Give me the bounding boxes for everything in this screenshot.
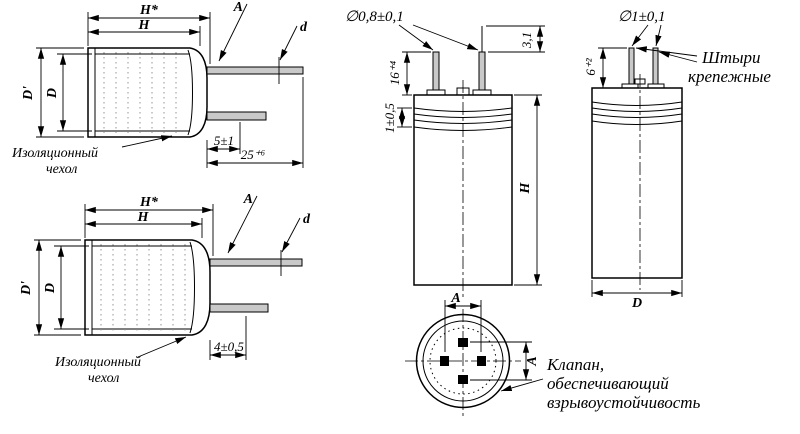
dim-label-h: H [138,18,151,33]
dim-d-body: D [43,245,89,330]
capacitor-can [591,74,683,290]
dim-label-tip: 3,1 [519,32,534,49]
dim-label-lead-free: 16⁺⁴ [387,60,402,85]
pin-bottom [458,375,468,384]
dim-tip: 3,1 [486,25,545,53]
dim-label-a: A [233,0,243,15]
pin-right [477,356,486,366]
lead-right [478,51,486,96]
callout-pins: Штыри крепежные [635,46,771,86]
dim-label-a-vertical: A [525,356,540,366]
leads [206,66,304,121]
dim-lead-length: 25⁺⁶ [207,77,304,168]
lead-bottom [206,111,267,121]
pin-right [652,47,659,89]
dim-h: H [88,18,201,46]
dim-h-star: H* [87,3,211,64]
callout-valve-line2: обеспечивающий [547,374,669,393]
callout-sleeve: Изоляционный чехол [11,135,173,177]
callout-pins-line2: крепежные [688,67,771,86]
dim-label-h-star: H* [139,3,159,18]
callout-valve-line3: взрывоустойчивость [547,393,701,412]
dim-d-outer: D' [19,239,81,336]
callout-sleeve-line1: Изоляционный [54,355,141,370]
callout-valve: Клапан, обеспечивающий взрывоустойчивост… [500,355,701,412]
dim-h: H [85,210,203,238]
can-bottom [405,309,521,419]
callout-pin-diameter: ∅1±0,1 [618,9,666,47]
callout-pins-line1: Штыри [701,48,761,67]
callout-sleeve-line1: Изоляционный [11,146,98,161]
dim-pin-spacing-vertical: A [470,341,540,381]
lead-top [206,66,304,75]
lead-top [209,258,303,267]
dim-d-leader: d [278,20,308,84]
pin-left [628,47,635,89]
dim-label-d-body: D [45,88,60,99]
dim-label-h: H [137,210,150,225]
dim-d-outer: D' [21,47,84,138]
dim-label-d: d [303,212,311,227]
callout-valve-line1: Клапан, [546,355,604,374]
dim-lead-spacing: A [444,291,482,352]
capacitor-body [87,47,208,138]
view-bottom: A Клапан, обеспечивающий взрывоустойчиво… [405,309,701,419]
callout-sleeve: Изоляционный чехол [54,336,187,386]
dim-crimp: 1±0,5 [382,103,412,133]
dim-label-d-outer: D' [21,86,36,101]
dim-label-a-horizontal: A [450,291,460,306]
dim-label-lead-root: 4±0,5 [214,339,244,354]
dim-label-height: H [518,181,533,194]
dim-label-lead-length: 25⁺⁶ [241,147,266,162]
pin-top [458,338,468,347]
dim-label-d-outer: D' [19,281,34,296]
dim-label-lead-root: 5±1 [214,133,234,148]
view-axial-bottom: H* H A d D' D Изоляц [19,192,311,386]
leads [209,258,303,313]
capacitor-body [84,239,211,336]
dim-d-body: D [45,53,92,132]
callout-sleeve-line2: чехол [46,162,77,177]
lead-left [432,51,440,96]
dim-pin-free: 6⁺² [583,47,627,89]
leads [432,26,486,96]
pin-left [440,356,449,366]
dim-label-pin-free: 6⁺² [583,57,598,75]
view-axial-top: H* H A d D' D Изоляц [11,0,308,177]
view-pins: ∅1±0,1 Штыри крепежные 6⁺² [583,9,771,311]
dim-a-leader: A [227,192,258,254]
dim-label-lead-dia: ∅0,8±0,1 [345,9,404,25]
dim-label-d-body: D [43,283,58,294]
dim-label-crimp: 1±0,5 [382,103,397,133]
dim-label-pin-dia: ∅1±0,1 [618,9,666,25]
dim-lead-root: 4±0,5 [209,316,247,360]
dim-lead-free: 16⁺⁴ [387,51,431,96]
capacitor-can [413,80,513,300]
dim-height: H [514,94,542,286]
dim-lead-root: 5±1 [206,122,241,168]
callout-lead-diameter: ∅0,8±0,1 [345,9,479,51]
dim-label-h-star: H* [139,195,159,210]
dim-label-a: A [243,192,253,207]
view-radial-front: ∅0,8±0,1 3,1 16⁺⁴ [345,9,545,352]
dim-label-d: d [300,20,308,35]
dim-d-leader: d [280,212,311,276]
dim-label-diameter: D [631,296,642,311]
dim-diameter: D [591,280,683,311]
lead-bottom [209,303,269,313]
dim-a-leader: A [218,0,248,62]
callout-sleeve-line2: чехол [88,371,119,386]
